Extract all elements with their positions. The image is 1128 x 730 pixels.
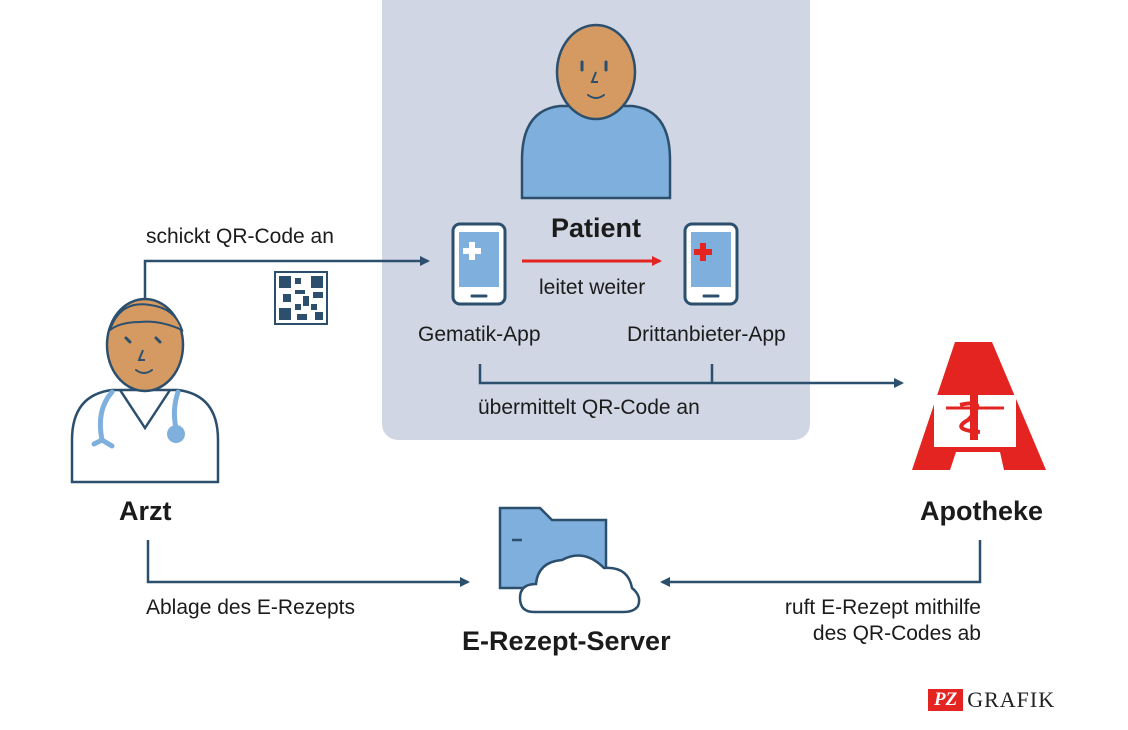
schickt-label: schickt QR-Code an [146, 225, 334, 248]
pz-grafik-credit: PZ GRAFIK [928, 687, 1056, 712]
ruft-label-line2: des QR-Codes ab [812, 622, 981, 645]
uebermittelt-label: übermittelt QR-Code an [478, 396, 700, 419]
server-label: E-Rezept-Server [462, 626, 671, 656]
patient-label: Patient [551, 213, 642, 243]
patient-figure-icon [520, 23, 672, 200]
gematik-label: Gematik-App [418, 323, 541, 346]
ruft-label-line1: ruft E-Rezept mithilfe [784, 596, 981, 619]
ablage-label: Ablage des E-Rezepts [146, 596, 355, 619]
schickt-arrow [143, 256, 430, 312]
phone-icon-gematik [451, 222, 507, 306]
qr-code-icon [274, 271, 328, 325]
pharmacy-a-logo [912, 342, 1046, 470]
ruft-ab-arrow [660, 540, 982, 587]
grafik-label: GRAFIK [967, 687, 1056, 712]
uebermittelt-arrow [478, 364, 904, 388]
phone-icon-drittanbieter [683, 222, 739, 306]
drittanbieter-label: Drittanbieter-App [627, 323, 786, 346]
apotheke-label: Apotheke [920, 496, 1044, 526]
ablage-arrow [146, 540, 470, 587]
folder-cloud-icon [498, 506, 641, 614]
leitet-label: leitet weiter [539, 276, 646, 299]
arzt-label: Arzt [119, 496, 172, 526]
doctor-figure-icon [70, 297, 220, 484]
pz-brand: PZ [928, 689, 964, 711]
